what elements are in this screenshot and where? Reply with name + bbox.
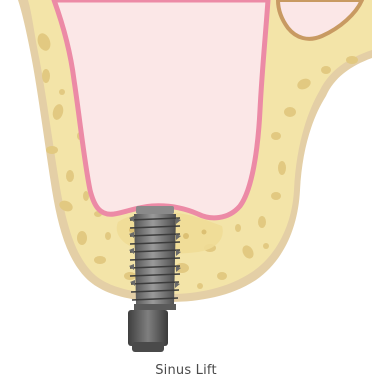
implant-abutment (128, 310, 168, 346)
implant-collar (136, 206, 174, 214)
dental-implant (128, 206, 181, 352)
implant-abutment-tip (132, 342, 164, 352)
figure-caption: Sinus Lift (0, 363, 372, 378)
implant-platform (134, 304, 176, 310)
